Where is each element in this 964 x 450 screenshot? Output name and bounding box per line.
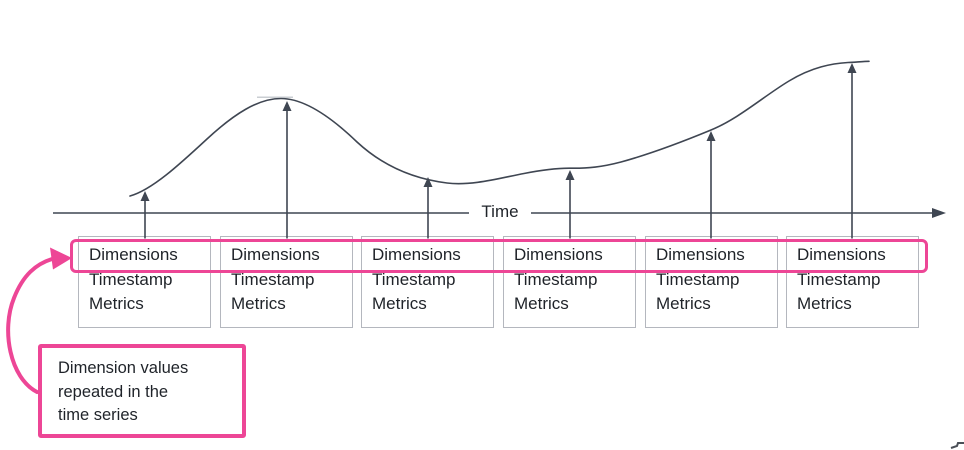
record-field-dimensions: Dimensions (656, 245, 745, 264)
record-field-dimensions: Dimensions (231, 245, 320, 264)
value-arrow-4 (565, 170, 575, 239)
record-field-dimensions: Dimensions (89, 245, 178, 264)
value-arrow-2 (282, 101, 292, 239)
value-arrow-3 (423, 177, 433, 239)
record-field-timestamp: Timestamp (372, 269, 456, 289)
record-box-5: Dimensions Timestamp Metrics (645, 236, 778, 328)
record-box-4: Dimensions Timestamp Metrics (503, 236, 636, 328)
record-field-metrics: Metrics (89, 294, 144, 313)
record-field-metrics: Metrics (797, 294, 852, 313)
record-box-2: Dimensions Timestamp Metrics (220, 236, 353, 328)
record-field-timestamp: Timestamp (231, 269, 315, 289)
record-field-metrics: Metrics (514, 294, 569, 313)
time-axis-label: Time (469, 202, 531, 223)
record-field-timestamp: Timestamp (514, 269, 598, 289)
record-box-1: Dimensions Timestamp Metrics (78, 236, 211, 328)
record-field-metrics: Metrics (231, 294, 286, 313)
record-box-6: Dimensions Timestamp Metrics (786, 236, 919, 328)
time-axis-arrowhead (932, 208, 946, 218)
record-field-metrics: Metrics (656, 294, 711, 313)
record-field-dimensions: Dimensions (514, 245, 603, 264)
record-field-dimensions: Dimensions (797, 245, 886, 264)
value-arrow-6 (847, 63, 857, 239)
value-arrow-5 (706, 131, 716, 239)
time-series-curve (129, 60, 870, 197)
dimensions-highlight-band (70, 239, 928, 273)
value-arrow-1 (140, 191, 150, 239)
cursor-artifact (950, 442, 964, 449)
record-field-timestamp: Timestamp (797, 269, 881, 289)
record-field-timestamp: Timestamp (656, 269, 740, 289)
record-field-metrics: Metrics (372, 294, 427, 313)
record-field-timestamp: Timestamp (89, 269, 173, 289)
callout-note: Dimension values repeated in the time se… (38, 344, 246, 438)
record-field-dimensions: Dimensions (372, 245, 461, 264)
